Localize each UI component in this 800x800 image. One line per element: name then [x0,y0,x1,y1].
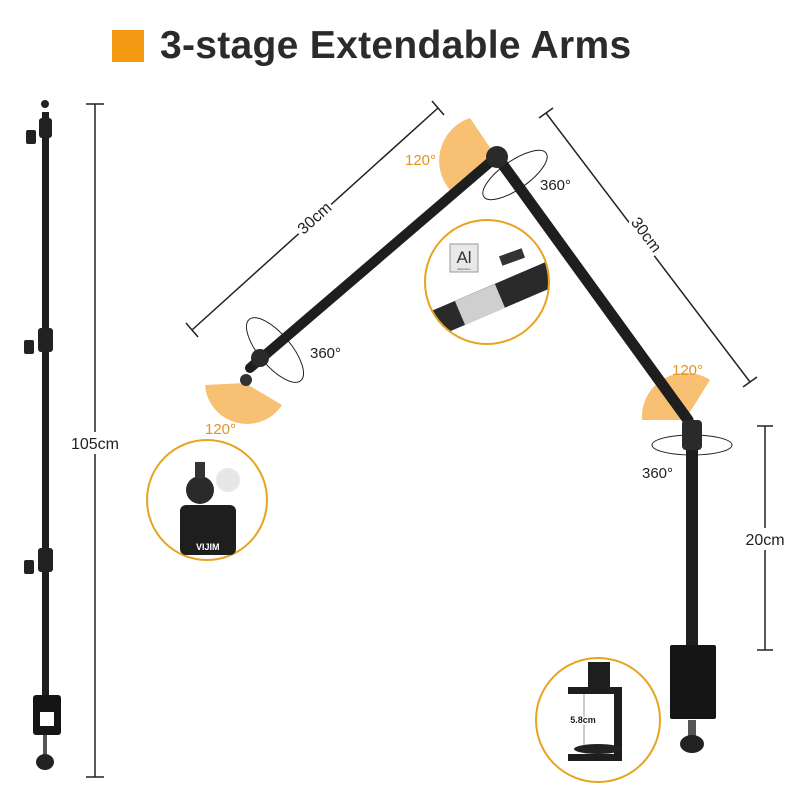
angle-top-rotate: 360° [540,177,571,194]
dimension-105cm: 105cm [60,103,130,778]
top-tilt-wedge [439,118,495,195]
articulating-arm [240,146,716,753]
lower-pole-label: 20cm [745,532,784,549]
dimension-arm-upper [185,100,445,338]
angle-right-rotate: 360° [642,465,673,482]
dimension-arm-right [538,107,758,388]
brand-logo: VIJIM [196,542,220,552]
angle-top-tilt: 120° [405,152,436,169]
clamp-opening-label: 5.8cm [570,715,596,725]
material-badge: Al [456,248,471,267]
aluminum-callout: Al Aluminum [424,219,550,345]
arm-right-label: 30cm [627,215,664,256]
full-length-pole [24,100,61,770]
title: 3-stage Extendable Arms [112,24,631,68]
angle-left-rotate: 360° [310,345,341,362]
desk-clamp [670,645,716,719]
left-tilt-wedge [205,383,282,424]
arm-upper-label: 30cm [295,199,335,238]
angle-left-tilt: 120° [205,421,236,438]
ballhead-callout: VIJIM [146,439,268,561]
title-text: 3-stage Extendable Arms [160,24,632,67]
material-badge-sub: Aluminum [457,267,471,271]
title-accent-square [112,30,144,62]
angle-right-tilt: 120° [672,362,703,379]
clamp-callout: 5.8cm [535,657,661,783]
total-height-label: 105cm [71,436,119,453]
